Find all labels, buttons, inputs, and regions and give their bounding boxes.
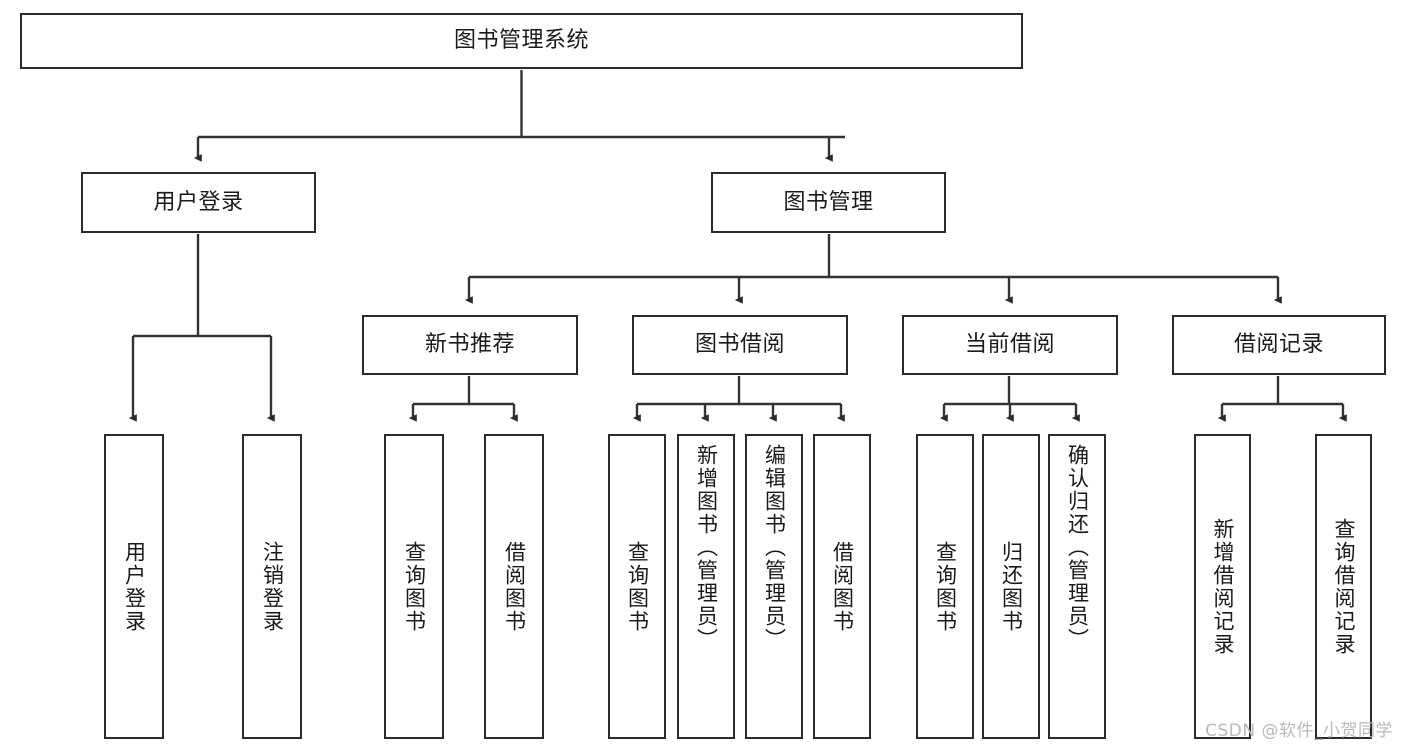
leaf-label: 借阅图书: [502, 540, 527, 633]
node-label: 图书管理系统: [453, 28, 589, 54]
node-book-management[interactable]: 图书管理: [711, 172, 946, 233]
leaf-label: 查询图书: [402, 540, 427, 633]
leaf-add-borrow-record[interactable]: 新增借阅记录: [1194, 434, 1251, 739]
node-label: 图书管理: [783, 189, 874, 215]
leaf-user-login[interactable]: 用户登录: [104, 434, 164, 739]
leaf-query-book-recommend[interactable]: 查询图书: [384, 434, 444, 739]
leaf-query-book-current[interactable]: 查询图书: [916, 434, 974, 739]
leaf-label: 注销登录: [260, 540, 285, 633]
node-borrow-record[interactable]: 借阅记录: [1172, 315, 1386, 375]
leaf-return-book[interactable]: 归还图书: [982, 434, 1040, 739]
node-label: 图书借阅: [694, 332, 785, 358]
leaf-edit-book-admin[interactable]: 编辑图书（管理员）: [745, 434, 803, 739]
node-label: 借阅记录: [1233, 332, 1324, 358]
leaf-label: 查询图书: [625, 540, 650, 633]
leaf-label: 新增图书（管理员）: [694, 444, 719, 651]
leaf-label: 查询图书: [933, 540, 958, 633]
node-new-book-recommend[interactable]: 新书推荐: [362, 315, 578, 375]
watermark-text: CSDN @软件_小贺同学: [1205, 721, 1393, 741]
node-user-login[interactable]: 用户登录: [81, 172, 316, 233]
node-current-borrow[interactable]: 当前借阅: [902, 315, 1118, 375]
node-book-borrow[interactable]: 图书借阅: [632, 315, 848, 375]
leaf-query-borrow-record[interactable]: 查询借阅记录: [1315, 434, 1372, 739]
leaf-confirm-return-admin[interactable]: 确认归还（管理员）: [1048, 434, 1106, 739]
node-label: 新书推荐: [424, 332, 515, 358]
leaf-label: 确认归还（管理员）: [1065, 444, 1090, 651]
leaf-borrow-book[interactable]: 借阅图书: [813, 434, 871, 739]
leaf-query-book-borrow[interactable]: 查询图书: [608, 434, 666, 739]
leaf-add-book-admin[interactable]: 新增图书（管理员）: [677, 434, 735, 739]
leaf-borrow-book-recommend[interactable]: 借阅图书: [484, 434, 544, 739]
leaf-label: 查询借阅记录: [1332, 517, 1356, 656]
leaf-label: 编辑图书（管理员）: [762, 444, 787, 651]
leaf-logout[interactable]: 注销登录: [242, 434, 302, 739]
node-label: 用户登录: [153, 189, 244, 215]
leaf-label: 新增借阅记录: [1211, 517, 1235, 656]
node-root-system[interactable]: 图书管理系统: [20, 13, 1023, 69]
node-label: 当前借阅: [964, 332, 1055, 358]
leaf-label: 归还图书: [999, 540, 1024, 633]
leaf-label: 借阅图书: [830, 540, 855, 633]
leaf-label: 用户登录: [122, 540, 147, 633]
